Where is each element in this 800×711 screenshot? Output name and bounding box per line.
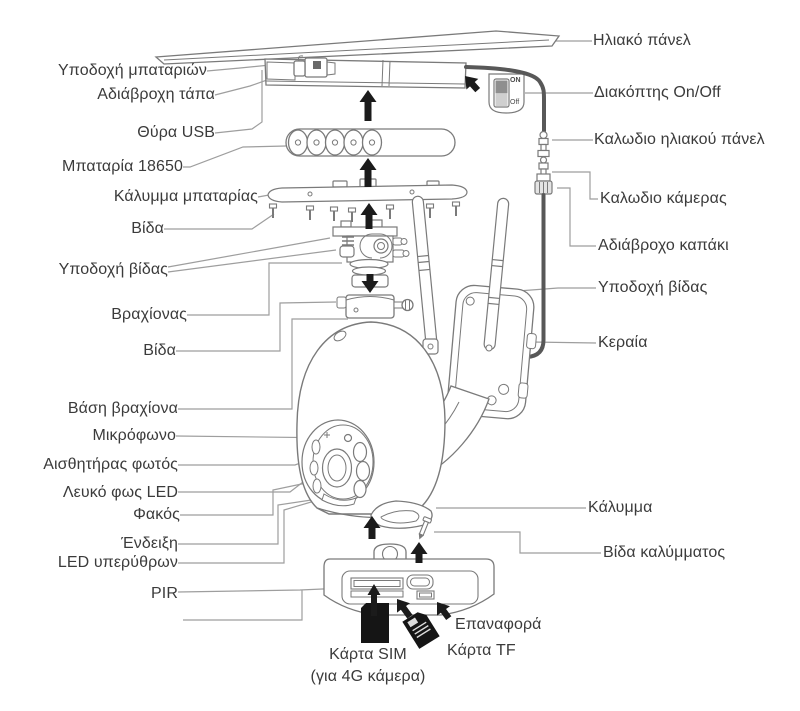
label-sim-card-line1: Κάρτα SIM: [329, 646, 407, 663]
bracket-base-illustration: [336, 294, 414, 319]
label-screw-1: Βίδα: [131, 220, 164, 237]
label-pir: PIR: [151, 585, 178, 602]
label-sim-card-line2: (για 4G κάμερα): [310, 668, 426, 685]
label-battery-cover: Κάλυμμα μπαταρίας: [113, 188, 258, 205]
label-bracket-base: Βάση βραχίονα: [67, 400, 178, 417]
label-reset: Επαναφορά: [455, 616, 542, 633]
label-camera-cable: Καλωδιο κάμερας: [600, 190, 727, 207]
label-screw-2: Βίδα: [143, 342, 176, 359]
label-lens: Φακός: [133, 506, 180, 523]
switch-off-text: Off: [510, 99, 520, 106]
sim-card-illustration: [361, 603, 389, 643]
label-cover-screw: Βίδα καλύμματος: [603, 544, 726, 561]
switch-on-text: ON: [510, 77, 521, 84]
direction-arrows: [359, 76, 481, 621]
antenna-left-illustration: [411, 195, 439, 355]
label-bracket: Βραχίονας: [111, 306, 187, 323]
cover-screw-illustration: [418, 516, 432, 540]
batteries-illustration: [285, 128, 456, 157]
label-solar-panel-cable: Καλωδιο ηλιακού πάνελ: [594, 131, 765, 148]
label-screw-socket-left: Υποδοχή βίδας: [58, 261, 168, 278]
wall-mount-plate-illustration: [447, 284, 537, 420]
solar-cable-illustration: [464, 65, 546, 133]
label-screw-socket-right: Υποδοχή βίδας: [598, 279, 708, 296]
label-waterproof-cap: Αδιάβροχο καπάκι: [598, 237, 729, 254]
label-battery-18650: Μπαταρία 18650: [62, 158, 183, 175]
bottom-plate-illustration: [323, 543, 495, 616]
antenna-right-illustration: [483, 197, 510, 352]
label-ir-led: LED υπερύθρων: [57, 554, 178, 571]
battery-compartment-illustration: [264, 55, 467, 89]
label-white-led: Λευκό φως LED: [62, 484, 178, 501]
solar-panel-illustration: [154, 30, 561, 65]
label-usb-port: Θύρα USB: [137, 124, 215, 141]
label-microphone: Μικρόφωνο: [92, 427, 176, 444]
power-switch-illustration: [488, 73, 525, 114]
cable-connectors-illustration: [534, 130, 553, 195]
label-cover: Κάλυμμα: [588, 499, 653, 516]
label-on-off-switch: Διακόπτης On/Off: [594, 84, 721, 101]
tf-card-illustration: [402, 612, 440, 649]
label-light-sensor: Αισθητήρας φωτός: [43, 456, 178, 473]
label-tf-card: Κάρτα TF: [447, 642, 516, 659]
label-solar-panel: Ηλιακό πάνελ: [593, 32, 691, 49]
label-indicator: Ένδειξη: [121, 535, 178, 552]
bottom-cover-flap-illustration: [370, 500, 433, 529]
label-battery-socket: Υποδοχή μπαταριών: [58, 62, 207, 79]
label-waterproof-plug: Αδιάβροχη τάπα: [97, 86, 215, 103]
label-antenna: Κεραία: [598, 334, 648, 351]
screws-illustration: [268, 201, 461, 222]
camera-face-illustration: [301, 419, 375, 507]
